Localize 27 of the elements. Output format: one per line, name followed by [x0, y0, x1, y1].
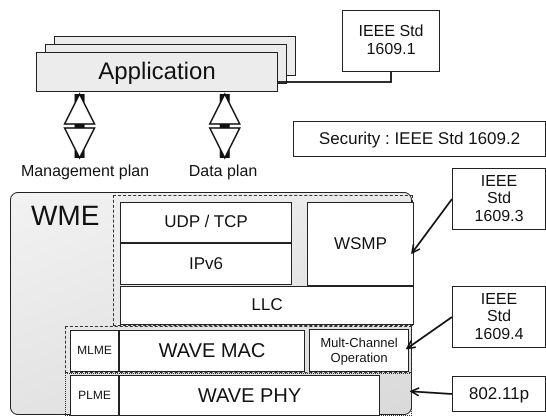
plane-label: Data plan — [182, 160, 264, 184]
dashed-region — [65, 326, 412, 373]
layer-box: UDP / TCP — [120, 202, 292, 243]
layer-box: MLME — [70, 330, 119, 372]
double-arrow — [209, 93, 240, 159]
connector-line — [278, 72, 392, 83]
layer-box: PLME — [70, 375, 119, 416]
dotted-region — [65, 373, 412, 416]
double-arrow — [64, 93, 96, 159]
layer-box: WAVE MAC — [119, 330, 305, 372]
application-card: Application — [36, 52, 278, 92]
security-box: Security : IEEE Std 1609.2 — [293, 121, 546, 157]
arrow — [406, 316, 453, 350]
layer-box: Mult-Channel Operation — [309, 329, 409, 372]
dashed-region — [113, 195, 413, 326]
arrow — [410, 387, 452, 397]
layer-box: WSMP — [307, 202, 414, 286]
standard-box: IEEE Std 1609.3 — [452, 168, 546, 230]
layer-box: WAVE PHY — [119, 375, 380, 416]
standard-box: 802.11p — [452, 376, 546, 412]
layer-box: LLC — [120, 286, 414, 325]
standard-box: IEEE Std 1609.4 — [452, 286, 546, 348]
plane-label: Management plan — [10, 160, 160, 184]
standard-box: IEEE Std 1609.1 — [342, 10, 440, 72]
layer-box: IPv6 — [120, 243, 292, 285]
entity-label: WME — [31, 201, 100, 232]
arrow — [411, 198, 453, 254]
